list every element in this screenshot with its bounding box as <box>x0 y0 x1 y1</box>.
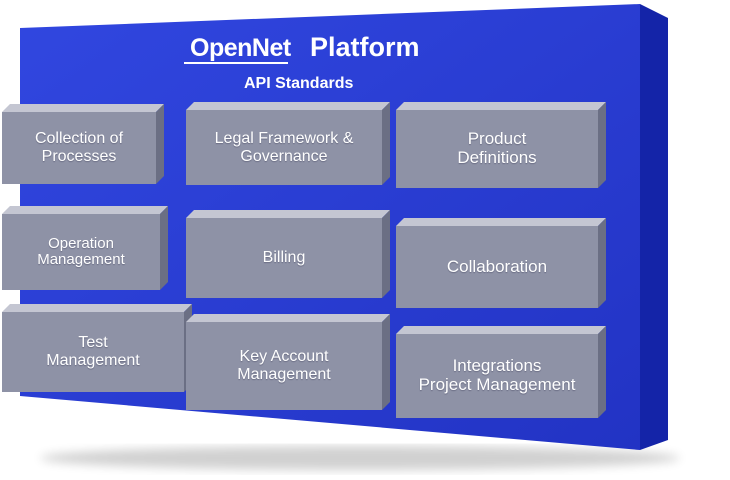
block-key-account-management <box>186 314 390 410</box>
block-billing <box>186 210 390 298</box>
block-side-face <box>382 314 390 410</box>
board-side <box>640 4 668 450</box>
block-product-definitions <box>396 102 606 188</box>
block-side-face <box>598 326 606 418</box>
block-top-face <box>396 326 606 334</box>
block-label-integrations-project-management: Integrations Project Management <box>418 356 576 394</box>
block-label-key-account-management: Key Account Management <box>237 348 331 383</box>
block-operation-management <box>2 206 168 290</box>
block-side-face <box>156 104 164 184</box>
block-top-face <box>2 304 192 312</box>
block-label-operation-management: Operation Management <box>37 234 125 268</box>
product-name: Platform <box>310 32 420 62</box>
block-front-face <box>396 110 598 188</box>
block-front-face <box>396 226 598 308</box>
block-top-face <box>186 314 390 322</box>
block-top-face <box>396 218 606 226</box>
block-front-face <box>2 112 156 184</box>
diagram-title: OpenNet Platform <box>184 30 450 70</box>
block-front-face <box>2 214 160 290</box>
block-top-face <box>2 206 168 214</box>
diagram-subtitle: API Standards <box>244 75 354 92</box>
blocks-layer <box>2 102 606 418</box>
block-front-face <box>186 218 382 298</box>
block-legal-framework-governance <box>186 102 390 185</box>
block-top-face <box>186 210 390 218</box>
block-side-face <box>598 102 606 188</box>
block-integrations-project-management <box>396 326 606 418</box>
block-top-face <box>186 102 390 110</box>
block-front-face <box>186 322 382 410</box>
block-label-legal-framework-governance: Legal Framework & Governance <box>214 129 354 165</box>
block-top-face <box>2 104 164 112</box>
block-collaboration <box>396 218 606 308</box>
block-side-face <box>160 206 168 290</box>
block-side-face <box>382 210 390 298</box>
block-label-collection-of-processes: Collection of Processes <box>34 130 124 165</box>
block-side-face <box>598 218 606 308</box>
board-shadow <box>40 446 680 470</box>
block-front-face <box>2 312 184 392</box>
block-front-face <box>396 334 598 418</box>
brand-name: OpenNet <box>190 34 291 62</box>
brand-underline <box>184 62 288 64</box>
block-top-face <box>396 102 606 110</box>
block-label-collaboration: Collaboration <box>446 256 548 276</box>
block-front-face <box>186 110 382 185</box>
block-label-billing: Billing <box>262 249 306 267</box>
block-collection-of-processes <box>2 104 164 184</box>
block-side-face <box>382 102 390 185</box>
block-label-test-management: Test Management <box>46 334 140 369</box>
block-label-product-definitions: Product Definitions <box>457 129 537 167</box>
